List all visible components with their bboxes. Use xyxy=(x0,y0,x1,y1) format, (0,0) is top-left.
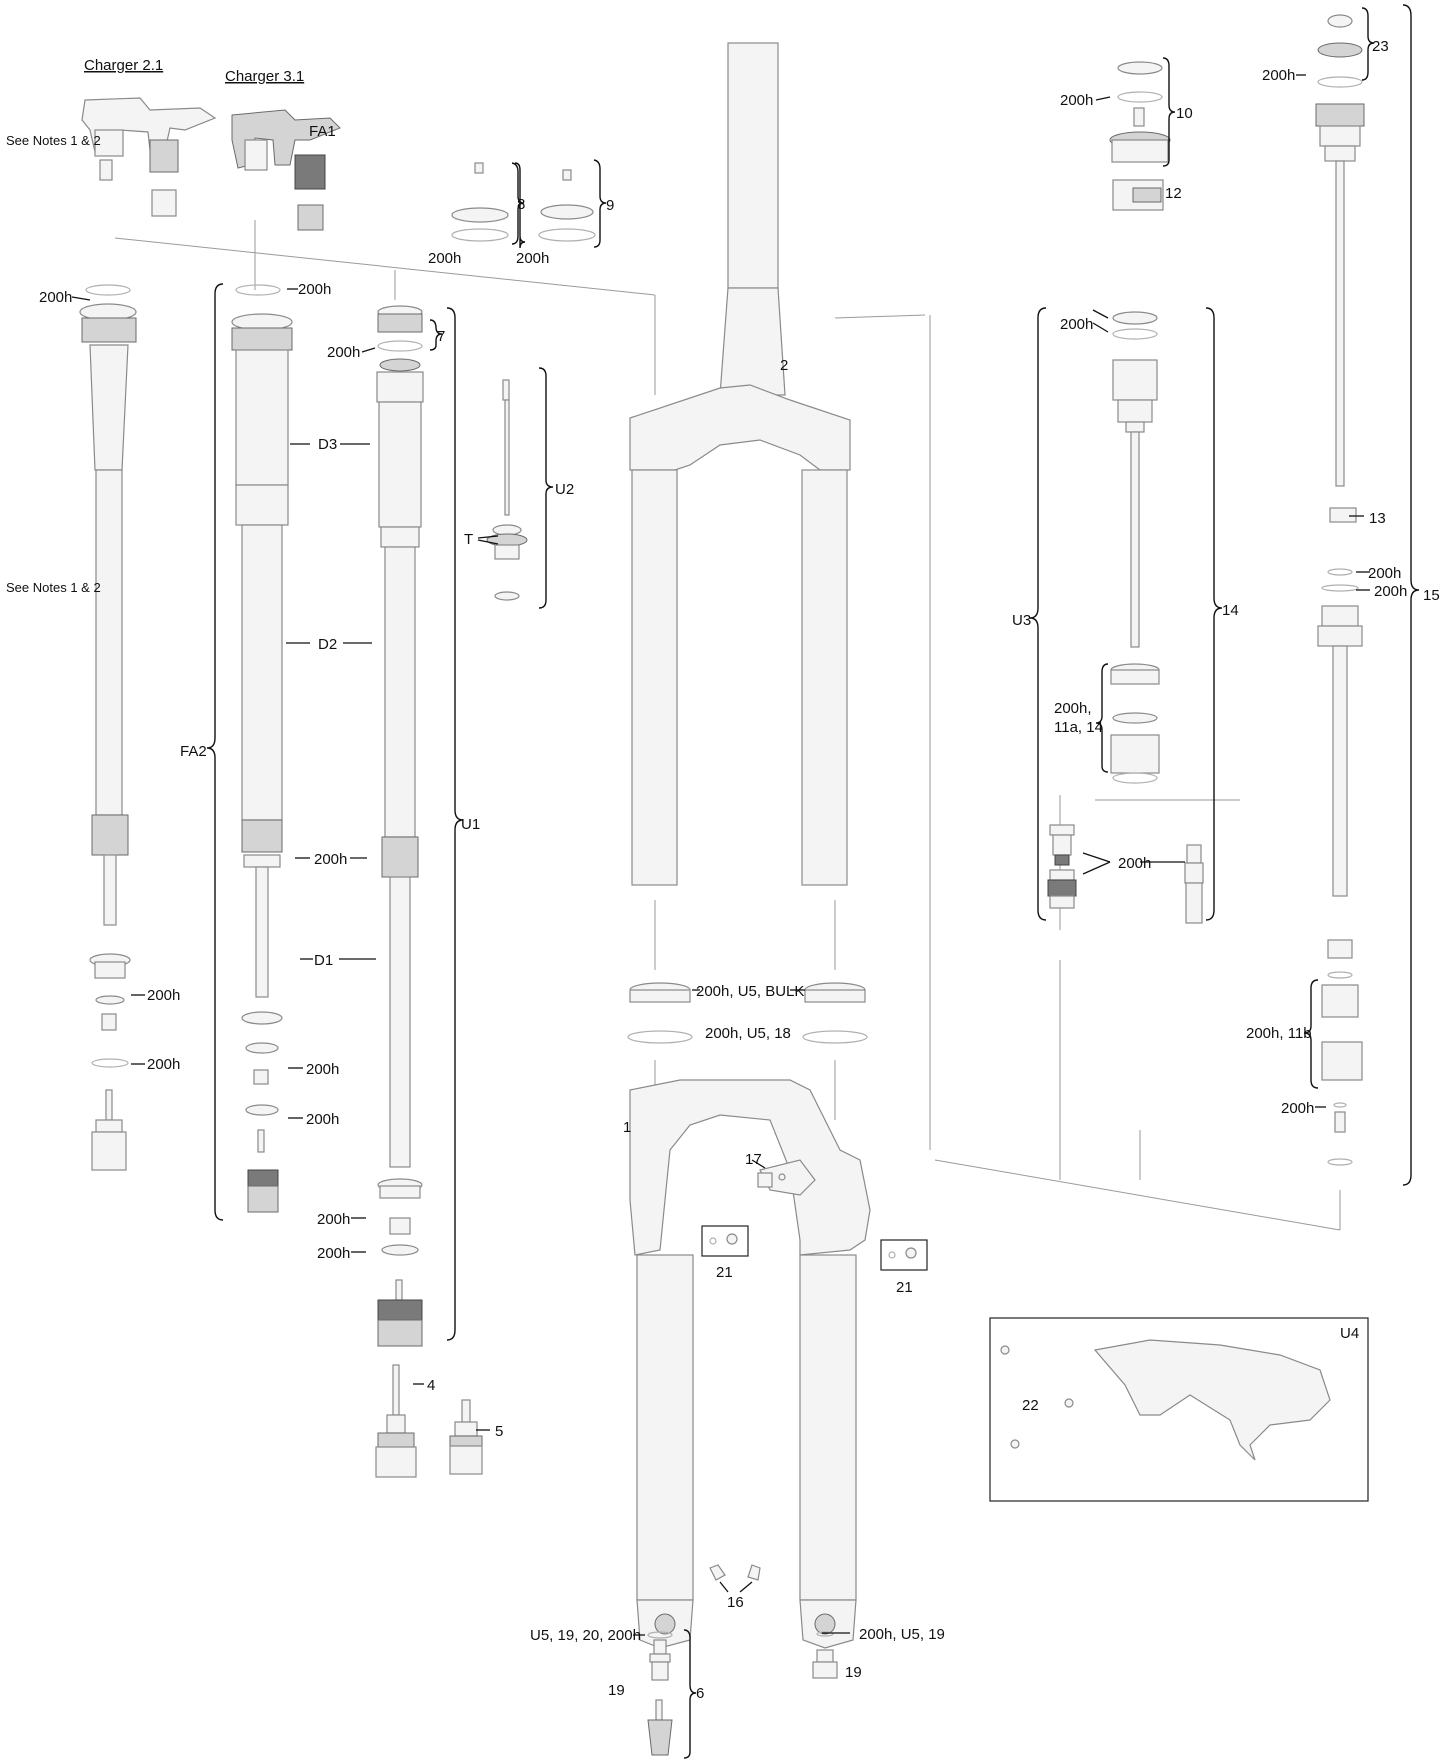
callout-19-right: 19 xyxy=(845,1664,862,1681)
service-200h-u5-18: 200h, U5, 18 xyxy=(705,1025,791,1042)
part-9-group xyxy=(538,169,596,242)
u1-damper-assembly xyxy=(376,305,424,1347)
part-1-lower-legs xyxy=(629,1079,871,1649)
part-19-right xyxy=(812,1631,838,1679)
part-21-right xyxy=(880,1239,928,1271)
heading-charger-3-1: Charger 3.1 xyxy=(225,68,304,85)
callout-6: 6 xyxy=(696,1685,704,1702)
callout-10: 10 xyxy=(1176,105,1193,122)
braces xyxy=(206,4,1420,1759)
alignment-guides xyxy=(114,220,1341,1231)
callout-fa1: FA1 xyxy=(309,123,336,140)
service-200h-left-2: 200h xyxy=(147,1056,180,1073)
part-17 xyxy=(757,1172,786,1188)
service-200h-u5-19: 200h, U5, 19 xyxy=(859,1626,945,1643)
callout-14: 14 xyxy=(1222,602,1239,619)
note-label-top: See Notes 1 & 2 xyxy=(6,133,101,148)
u4-fender-box xyxy=(989,1317,1369,1502)
service-200h-u1-1: 200h xyxy=(317,1211,350,1228)
service-200h-11b: 200h, 11b xyxy=(1246,1025,1312,1042)
callout-16: 16 xyxy=(727,1594,744,1611)
callout-13: 13 xyxy=(1369,510,1386,527)
callout-5: 5 xyxy=(495,1423,503,1440)
u3-air-spring-assembly xyxy=(1047,311,1204,924)
service-200h-u1-top: 200h xyxy=(327,344,360,361)
service-200h-u3-top: 200h xyxy=(1060,316,1093,333)
callout-d1: D1 xyxy=(314,952,333,969)
service-200h-u3-bottom: 200h xyxy=(1118,855,1151,872)
labels: Charger 2.1 Charger 3.1 See Notes 1 & 2 … xyxy=(6,38,1440,1702)
callout-u2: U2 xyxy=(555,481,574,498)
callout-23: 23 xyxy=(1372,38,1389,55)
service-200h-11a-14-line2: 11a, 14 xyxy=(1054,719,1103,736)
part-15-shaft-assembly xyxy=(1315,14,1365,1166)
service-200h-part9: 200h xyxy=(516,250,549,267)
service-200h-part15-1: 200h xyxy=(1368,565,1401,582)
service-200h-u1-2: 200h xyxy=(317,1245,350,1262)
callout-u4: U4 xyxy=(1340,1325,1359,1342)
callout-d2: D2 xyxy=(318,636,337,653)
callout-8: 8 xyxy=(517,196,525,213)
service-200h-left-top: 200h xyxy=(39,289,72,306)
callout-12: 12 xyxy=(1165,185,1182,202)
service-200h-mid: 200h xyxy=(314,851,347,868)
callout-2: 2 xyxy=(780,357,788,374)
service-200h-part10: 200h xyxy=(1060,92,1093,109)
wiper-seals xyxy=(627,982,868,1044)
leader-lines xyxy=(71,74,1370,1636)
callout-17: 17 xyxy=(745,1151,762,1168)
service-200h-part15-bottom: 200h xyxy=(1281,1100,1314,1117)
callout-21-left: 21 xyxy=(716,1264,733,1281)
service-200h-left-1: 200h xyxy=(147,987,180,1004)
heading-charger-2-1: Charger 2.1 xyxy=(84,57,163,74)
callout-u1: U1 xyxy=(461,816,480,833)
fa2-damper-assembly xyxy=(231,284,293,1213)
callout-7: 7 xyxy=(437,328,445,345)
left-cartridge-assembly xyxy=(79,284,137,1171)
callout-t: T xyxy=(464,531,473,548)
charger-2-1-assembly xyxy=(81,97,217,217)
u2-shaft-assembly xyxy=(486,379,528,601)
part-5 xyxy=(449,1399,483,1475)
part-10-group xyxy=(1109,61,1171,163)
note-label-middle: See Notes 1 & 2 xyxy=(6,580,101,595)
callout-15: 15 xyxy=(1423,587,1440,604)
part-8-group xyxy=(451,162,509,242)
service-u5-19-20-200h: U5, 19, 20, 200h xyxy=(530,1627,641,1644)
part-12 xyxy=(1112,179,1164,211)
callout-19-left: 19 xyxy=(608,1682,625,1699)
part-2-crown-steerer xyxy=(629,42,851,886)
callout-u3: U3 xyxy=(1012,612,1031,629)
part-21-left xyxy=(701,1225,749,1257)
callout-4: 4 xyxy=(427,1377,435,1394)
callout-1: 1 xyxy=(623,1119,631,1136)
service-200h-11a-14-line1: 200h, xyxy=(1054,700,1092,717)
callout-fa2: FA2 xyxy=(180,743,207,760)
service-200h-u5-bulk: 200h, U5, BULK xyxy=(696,983,804,1000)
part-4 xyxy=(375,1364,417,1478)
callout-21-right: 21 xyxy=(896,1279,913,1296)
part-16 xyxy=(709,1564,761,1581)
callout-d3: D3 xyxy=(318,436,337,453)
callout-22: 22 xyxy=(1022,1397,1039,1414)
service-200h-part8: 200h xyxy=(428,250,461,267)
service-200h-part23: 200h xyxy=(1262,67,1295,84)
service-200h-fa2-top: 200h xyxy=(298,281,331,298)
service-200h-fa2-1: 200h xyxy=(306,1061,339,1078)
service-200h-fa2-2: 200h xyxy=(306,1111,339,1128)
charger-3-1-fa1-assembly xyxy=(231,109,341,231)
part-6-group xyxy=(647,1631,673,1756)
service-200h-part15-2: 200h xyxy=(1374,583,1407,600)
callout-9: 9 xyxy=(606,197,614,214)
